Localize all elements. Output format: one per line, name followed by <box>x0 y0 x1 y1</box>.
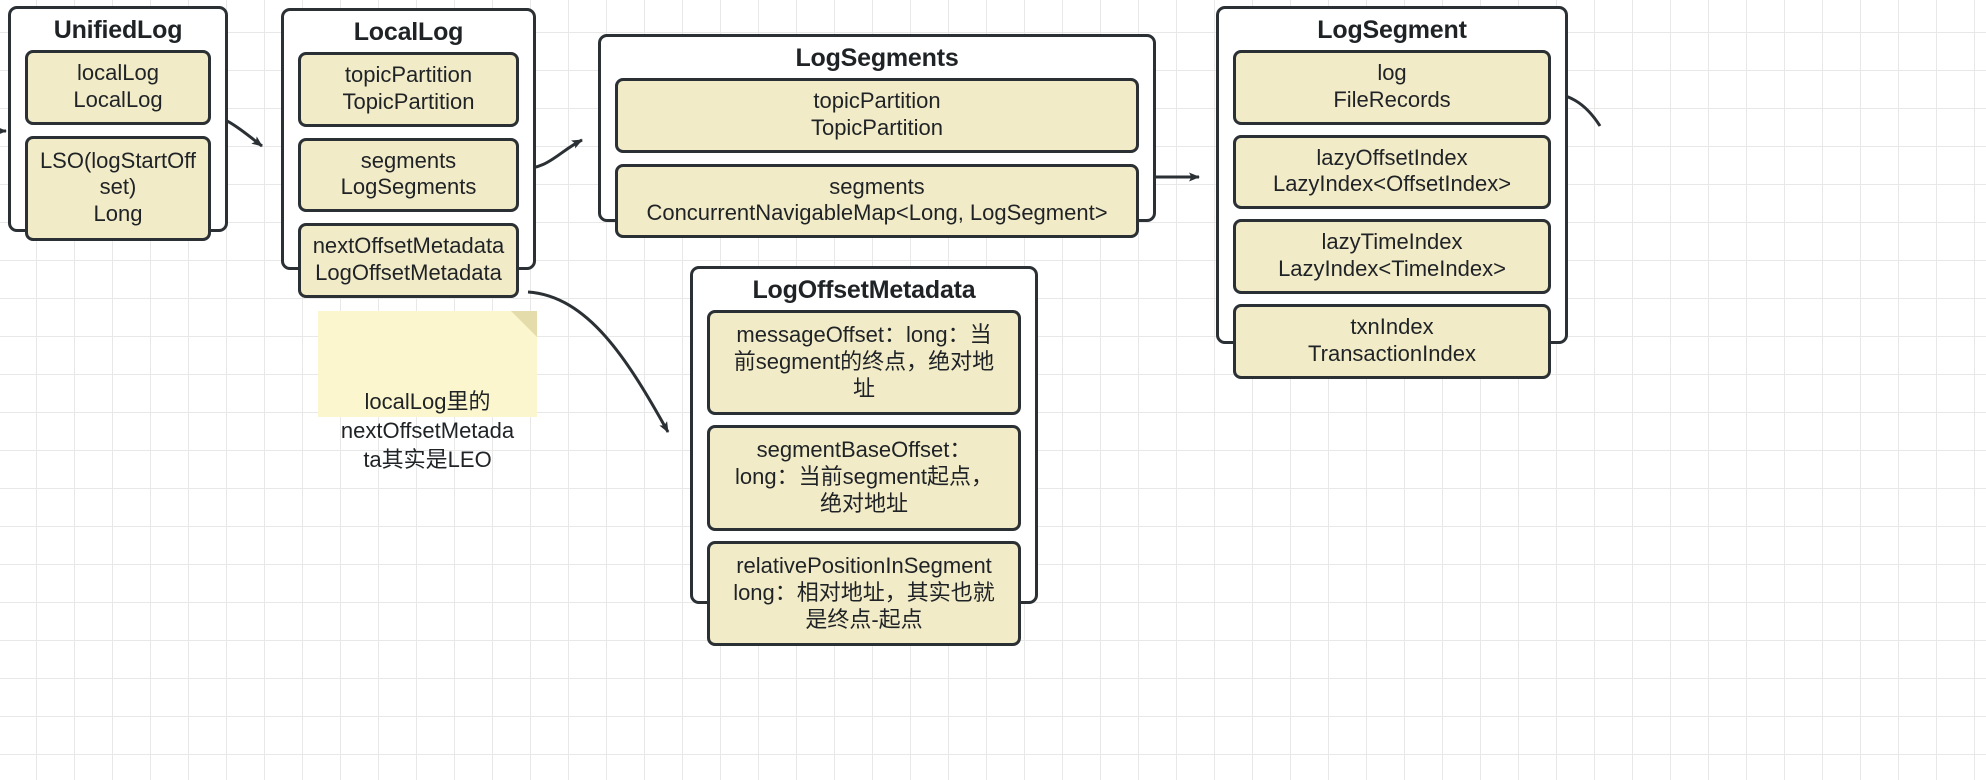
attribute-segmentbaseoffset[interactable]: segmentBaseOffset： long：当前segment起点， 绝对地… <box>707 425 1021 531</box>
attribute-segments[interactable]: segments LogSegments <box>298 137 519 213</box>
attribute-nextoffsetmetadata[interactable]: nextOffsetMetadata LogOffsetMetadata <box>298 223 519 298</box>
edge-locallog-to-logoffsetmetadata <box>527 290 670 433</box>
attribute-list-local-log: topicPartition TopicPartition segments L… <box>284 52 533 310</box>
class-node-local-log[interactable]: LocalLog topicPartition TopicPartition s… <box>281 8 536 298</box>
class-node-unified-log[interactable]: UnifiedLog localLog LocalLog LSO(logStar… <box>8 6 228 242</box>
attribute-segments-map[interactable]: segments ConcurrentNavigableMap<Long, Lo… <box>615 163 1139 239</box>
attribute-messageoffset[interactable]: messageOffset：long：当 前segment的终点，绝对地 址 <box>707 310 1021 416</box>
class-title-log-offset-metadata: LogOffsetMetadata <box>752 276 976 304</box>
attribute-relativepositioninsegment[interactable]: relativePositionInSegment long：相对地址，其实也就… <box>707 540 1021 647</box>
attribute-list-log-segments: topicPartition TopicPartition segments C… <box>601 78 1153 250</box>
attribute-lso-logstartoffset[interactable]: LSO(logStartOff set) Long <box>25 135 211 242</box>
attribute-topicpartition[interactable]: topicPartition TopicPartition <box>615 78 1139 153</box>
class-title-local-log: LocalLog <box>353 18 464 46</box>
class-node-log-segments[interactable]: LogSegments topicPartition TopicPartitio… <box>598 34 1156 239</box>
attribute-log-filerecords[interactable]: log FileRecords <box>1233 50 1551 125</box>
class-title-log-segment: LogSegment <box>1317 16 1467 44</box>
sticky-note-text: localLog里的 nextOffsetMetada ta其实是LEO <box>340 389 515 473</box>
class-node-log-offset-metadata[interactable]: LogOffsetMetadata messageOffset：long：当 前… <box>690 266 1038 647</box>
attribute-list-unified-log: localLog LocalLog LSO(logStartOff set) L… <box>11 50 225 253</box>
class-title-unified-log: UnifiedLog <box>53 16 183 44</box>
sticky-note[interactable]: localLog里的 nextOffsetMetada ta其实是LEO <box>318 311 537 472</box>
class-title-log-segments: LogSegments <box>795 44 959 72</box>
attribute-lazyoffsetindex[interactable]: lazyOffsetIndex LazyIndex<OffsetIndex> <box>1233 134 1551 210</box>
attribute-localLog[interactable]: localLog LocalLog <box>25 50 211 125</box>
note-fold-corner-icon <box>511 311 537 337</box>
attribute-topicpartition[interactable]: topicPartition TopicPartition <box>298 52 519 127</box>
attribute-lazytimeindex[interactable]: lazyTimeIndex LazyIndex<TimeIndex> <box>1233 219 1551 294</box>
class-node-log-segment[interactable]: LogSegment log FileRecords lazyOffsetInd… <box>1216 6 1568 379</box>
attribute-list-log-offset-metadata: messageOffset：long：当 前segment的终点，绝对地 址 s… <box>693 310 1035 658</box>
attribute-list-log-segment: log FileRecords lazyOffsetIndex LazyInde… <box>1219 50 1565 391</box>
attribute-txnindex[interactable]: txnIndex TransactionIndex <box>1233 303 1551 379</box>
